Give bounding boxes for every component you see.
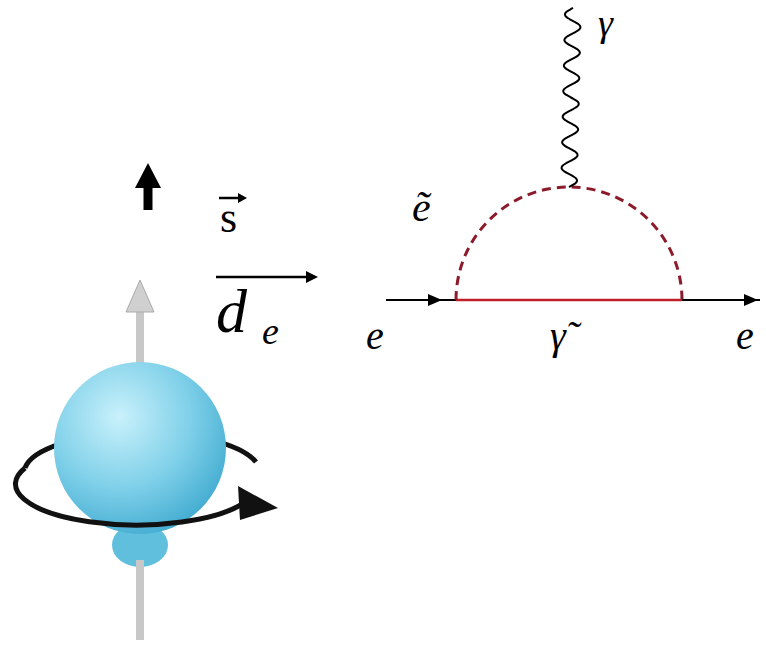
electron-label: e bbox=[366, 316, 384, 356]
electron-line bbox=[386, 299, 456, 301]
selectron-label: ẽ bbox=[412, 186, 431, 228]
spin-label: s bbox=[220, 196, 237, 240]
photon-label: γ bbox=[598, 4, 613, 42]
rotation-ring-front bbox=[15, 468, 248, 525]
vector-arrowhead bbox=[306, 271, 318, 283]
photino-label: γ̃ bbox=[550, 316, 566, 356]
selectron-arc bbox=[456, 187, 682, 300]
spin-arrowhead bbox=[135, 163, 161, 188]
rotation-arrowhead bbox=[238, 486, 278, 520]
electron-sphere bbox=[54, 362, 226, 534]
vector-arrowhead bbox=[238, 193, 247, 203]
edm-arrowhead bbox=[126, 280, 154, 312]
electron-label: e bbox=[736, 316, 754, 356]
axis-line-bottom bbox=[136, 560, 144, 640]
edm-subscript: e bbox=[262, 312, 279, 350]
fermion-arrow bbox=[744, 294, 758, 306]
spin-arrow bbox=[144, 185, 153, 210]
photon-line bbox=[562, 8, 581, 187]
vector-arrow bbox=[216, 276, 308, 279]
edm-label: d bbox=[216, 280, 247, 342]
fermion-arrow bbox=[428, 294, 442, 306]
photino-line bbox=[456, 299, 682, 302]
